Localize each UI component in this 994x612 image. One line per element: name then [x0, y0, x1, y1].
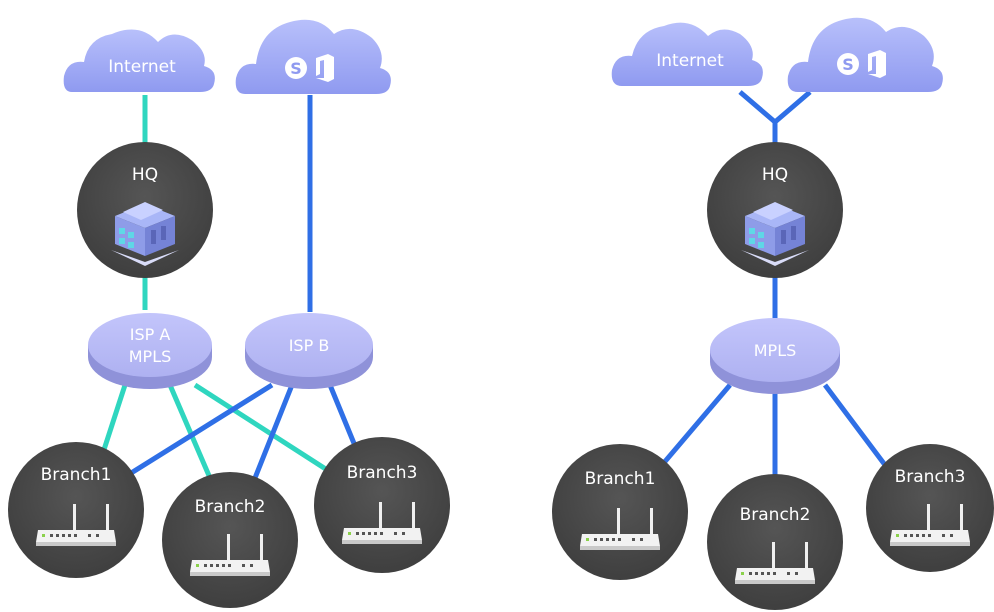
link-ispb-branch2 [252, 384, 295, 479]
isp-a-label-line1: ISP A [130, 325, 171, 344]
branch1-label: Branch1 [41, 465, 112, 485]
mpls-label: MPLS [754, 341, 797, 360]
isp-a-label-line2: MPLS [129, 347, 172, 366]
branch-node: Branch1 [8, 442, 144, 578]
isp-a-disk: ISP A MPLS [88, 313, 212, 389]
isp-b-label: ISP B [289, 336, 330, 355]
office365-cloud [787, 17, 943, 92]
branch-node: Branch2 [707, 474, 843, 610]
internet-cloud: Internet [63, 29, 215, 92]
hq-node: HQ [77, 142, 213, 278]
internet-cloud-label: Internet [656, 51, 724, 71]
branch3-label: Branch3 [895, 467, 966, 487]
branch2-label: Branch2 [740, 505, 811, 525]
right-links [660, 90, 887, 480]
office365-cloud [235, 19, 391, 94]
hq-label: HQ [132, 165, 158, 185]
left-diagram: Internet HQ ISP A MPLS ISP B Bran [8, 19, 450, 608]
branch1-label: Branch1 [585, 469, 656, 489]
isp-b-disk: ISP B [245, 313, 373, 389]
hq-node: HQ [707, 142, 843, 278]
branch-node: Branch3 [314, 437, 450, 573]
branch-node: Branch3 [866, 444, 994, 572]
link-ispa-branch3 [193, 382, 337, 478]
link-mpls-branch3 [823, 383, 887, 467]
link-mpls-branch1 [660, 383, 732, 467]
branch-node: Branch1 [552, 444, 688, 580]
hq-label: HQ [762, 165, 788, 185]
link-ispb-branch1 [126, 382, 274, 478]
left-links [97, 95, 363, 479]
branch2-label: Branch2 [195, 497, 266, 517]
branch3-label: Branch3 [347, 463, 418, 483]
link-clouds-hq [738, 90, 812, 126]
link-ispa-branch2 [167, 384, 213, 479]
right-diagram: Internet HQ MPLS Branch1 Branch2 [552, 17, 994, 610]
internet-cloud: Internet [611, 22, 763, 87]
branch-node: Branch2 [162, 472, 298, 608]
internet-cloud-label: Internet [108, 57, 176, 77]
mpls-disk: MPLS [710, 318, 840, 394]
